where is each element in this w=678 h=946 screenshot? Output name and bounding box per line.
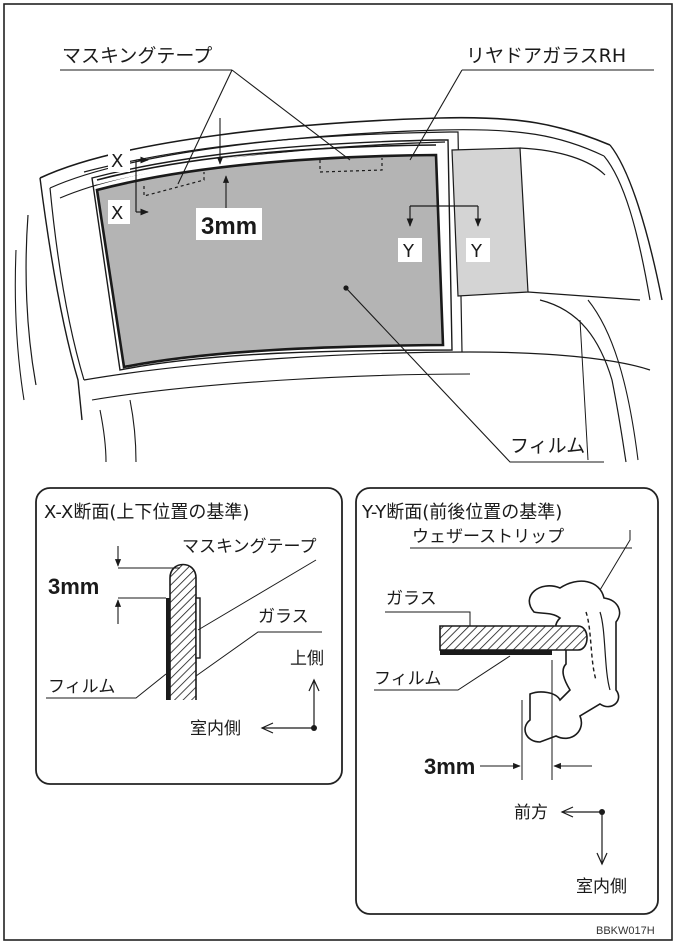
- section-yy-glass: ガラス: [386, 589, 437, 609]
- film-label: フィルム: [510, 435, 585, 457]
- section-xx-title: X-X断面(上下位置の基準): [44, 502, 249, 523]
- quarter-glass: [451, 147, 529, 297]
- y-marker-right-box: [466, 238, 490, 262]
- section-xx-masking-tape: マスキングテープ: [182, 537, 316, 557]
- x-marker-top: X: [111, 151, 123, 172]
- page-frame: [3, 3, 673, 941]
- car-rear-door-view: [14, 69, 663, 463]
- figure-code: BBKW017H: [596, 925, 655, 937]
- section-xx-film: フィルム: [48, 677, 115, 697]
- masking-tape-label: マスキングテープ: [62, 45, 212, 67]
- section-xx-inside: 室内側: [190, 719, 241, 739]
- section-xx-up: 上側: [290, 649, 324, 669]
- gap-label-main: 3mm: [201, 213, 257, 240]
- gap-label-box: [196, 208, 262, 240]
- section-xx-gap: 3mm: [48, 574, 99, 599]
- x-marker-bottom: X: [111, 203, 123, 224]
- y-marker-right: Y: [470, 241, 483, 262]
- y-marker-left: Y: [402, 241, 415, 262]
- section-yy-title: Y-Y断面(前後位置の基準): [361, 502, 562, 523]
- x-marker-bottom-box: [108, 200, 130, 224]
- x-marker-top-box: [108, 148, 130, 172]
- rear-door-glass-label: リヤドアガラスRH: [466, 45, 626, 67]
- section-yy-weatherstrip: ウェザーストリップ: [412, 527, 564, 547]
- section-yy-drawing: [374, 530, 632, 866]
- section-yy-front: 前方: [514, 803, 548, 823]
- section-yy-inside: 室内側: [576, 877, 627, 897]
- section-yy-gap: 3mm: [424, 754, 475, 779]
- section-xx-drawing: [46, 546, 322, 734]
- y-marker-left-box: [398, 238, 422, 262]
- masking-tape-piece-center: [319, 158, 383, 173]
- section-yy-film: フィルム: [374, 669, 441, 689]
- section-xx-glass: ガラス: [258, 607, 309, 627]
- film-area: [95, 153, 445, 369]
